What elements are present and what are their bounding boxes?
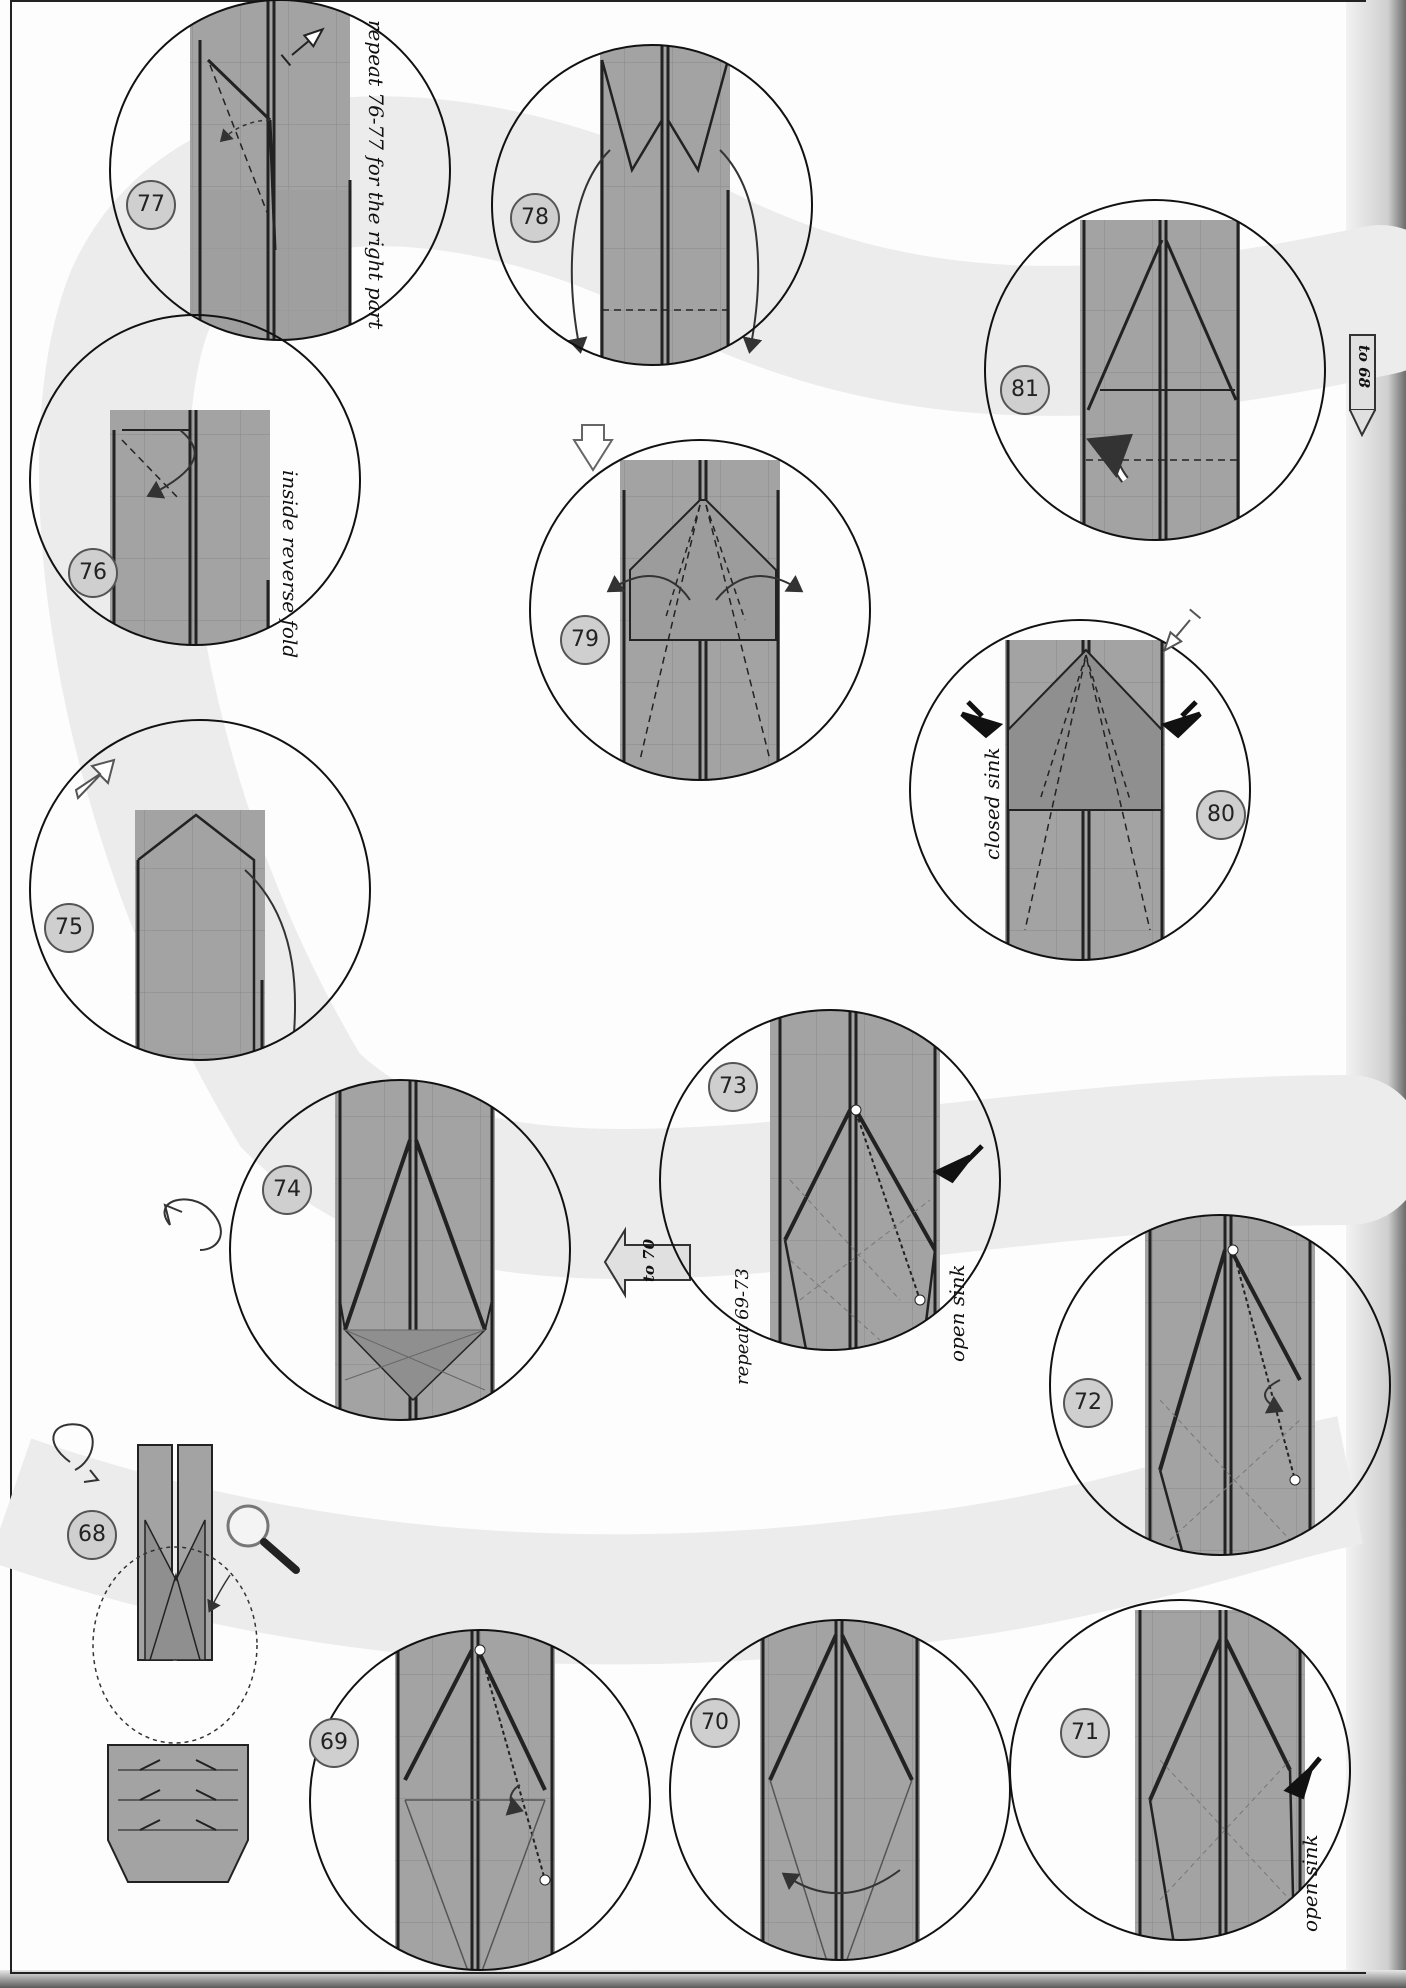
step-78-diagram	[600, 40, 730, 440]
step-number-69: 69	[309, 1718, 359, 1768]
step-70-diagram	[760, 1615, 920, 1988]
step-69-diagram	[395, 1625, 555, 1988]
note-closed-sink: closed sink	[980, 747, 1004, 860]
step-80-diagram	[1005, 640, 1165, 980]
step-number-70: 70	[690, 1698, 740, 1748]
label-to-70: to 70	[640, 1239, 658, 1282]
step-73-diagram	[770, 1010, 940, 1370]
step-79-diagram	[620, 460, 780, 800]
step-number-77: 77	[126, 180, 176, 230]
step-number-72: 72	[1063, 1378, 1113, 1428]
step-74-diagram	[335, 1080, 495, 1440]
step-71-diagram	[1135, 1610, 1305, 1980]
step-number-71: 71	[1060, 1708, 1110, 1758]
step-72-diagram	[1145, 1210, 1315, 1580]
note-open-sink-71: open sink	[1298, 1834, 1322, 1932]
sink-arrow-icon	[1166, 702, 1200, 735]
note-open-sink-73: open sink	[945, 1264, 969, 1362]
valley-fold-arrow-icon	[574, 425, 612, 470]
step-number-68: 68	[67, 1510, 117, 1560]
turn-over-icon	[165, 1199, 221, 1250]
note-repeat-76-77: repeat 76-77 for the right part	[364, 20, 388, 329]
sink-arrow-icon	[962, 702, 998, 735]
step-number-76: 76	[68, 548, 118, 598]
note-inside-reverse-fold: inside reverse fold	[278, 470, 302, 658]
note-repeat-69-73: repeat 69-73	[732, 1268, 753, 1385]
step-number-81: 81	[1000, 365, 1050, 415]
label-to-68: to 68	[1355, 345, 1373, 388]
step-number-75: 75	[44, 903, 94, 953]
push-arrow-icon	[1159, 609, 1201, 655]
step-number-78: 78	[510, 193, 560, 243]
step-81-diagram	[1080, 220, 1240, 560]
step-number-73: 73	[708, 1062, 758, 1112]
step-number-80: 80	[1196, 790, 1246, 840]
step-number-74: 74	[262, 1165, 312, 1215]
step-number-79: 79	[560, 615, 610, 665]
